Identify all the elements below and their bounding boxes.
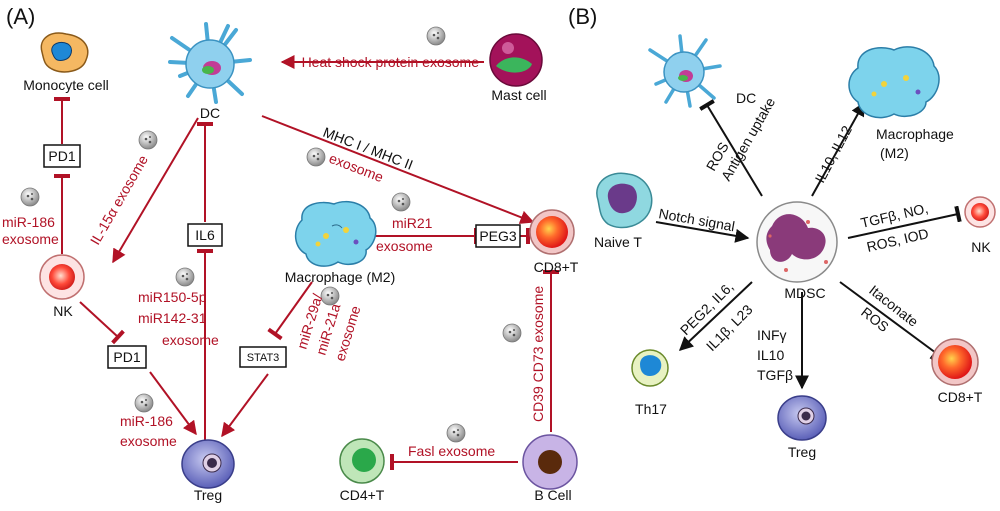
nk-label: NK (53, 303, 73, 319)
macrophage-cell (294, 200, 377, 267)
stat3-label: STAT3 (247, 352, 280, 364)
edge-mdsc-to-dc (699, 99, 763, 197)
edge-mdsc-to-th17 (678, 281, 753, 351)
mast-cell (489, 33, 543, 87)
pd1-bottom-label: PD1 (113, 349, 140, 365)
macrophage-cell-b (848, 46, 940, 119)
mir150-label-1: miR150-5p (138, 289, 207, 305)
pd1-top-box (43, 144, 81, 168)
cd8-b-label: CD8+T (938, 389, 983, 405)
cd4-cell (339, 438, 385, 484)
exosome-icon (446, 423, 466, 443)
mir186-a-label-1: miR-186 (2, 214, 55, 230)
exosome-icon (320, 286, 340, 306)
monocyte-label: Monocyte cell (23, 77, 109, 93)
nk-b-label: NK (971, 239, 991, 255)
pd1-bottom-box (107, 345, 147, 369)
exosome-icon (138, 130, 158, 150)
dc-label: DC (200, 105, 220, 121)
dc-cell (168, 22, 252, 104)
edge-mdsc-to-nk (847, 205, 962, 239)
peg3-box (475, 224, 521, 248)
treg-cell (181, 439, 235, 489)
exosome-icon (502, 323, 522, 343)
stat3-box (239, 346, 287, 368)
macrophage-b-label-2: (M2) (880, 145, 909, 161)
edge-naivet-to-mdsc (655, 221, 750, 243)
th17-cell (631, 349, 669, 387)
mir150-label-2: miR142-31 (138, 310, 207, 326)
bcell-label: B Cell (534, 487, 571, 503)
panel-b-edges (655, 99, 962, 390)
panel-a-label: (A) (6, 4, 35, 29)
edge-dc-to-nk (112, 117, 199, 264)
naive-t-label: Naive T (594, 234, 642, 250)
dc-b-label: DC (736, 90, 756, 106)
th17-label: Th17 (635, 401, 667, 417)
edge-nk-to-pd1-bottom (79, 301, 125, 345)
pd1-top-label: PD1 (48, 148, 75, 164)
panel-a-boxes: PD1 IL6 PEG3 PD1 STAT3 (43, 144, 521, 369)
treg-b-label: Treg (788, 444, 816, 460)
edge-pd1-to-treg (149, 371, 197, 436)
mdsc-cell (756, 201, 838, 283)
edge-mdsc-to-macrophage (811, 101, 865, 197)
infg-label-2: IL10 (757, 347, 784, 363)
fasl-label: Fasl exosome (408, 443, 495, 459)
il6-box (187, 223, 223, 247)
heat-shock-label: Heat shock protein exosome (302, 54, 480, 70)
mir21-label-1: miR21 (392, 215, 433, 231)
exosome-icons (20, 26, 522, 443)
cd8-label: CD8+T (534, 259, 579, 275)
treg-label: Treg (194, 487, 222, 503)
tgfb-label-2: ROS, IOD (865, 225, 930, 255)
exosome-icon (134, 393, 154, 413)
edge-mdsc-to-cd8 (839, 281, 943, 361)
mir21-label-2: exosome (376, 238, 433, 254)
il10-il12-label: IL10, IL12 (812, 123, 855, 186)
exosome-icon (306, 147, 326, 167)
il6-label: IL6 (195, 227, 215, 243)
panel-b-label: (B) (568, 4, 597, 29)
cd8-cell (529, 209, 575, 255)
naive-t-cell (596, 172, 653, 229)
infg-label-3: TGFβ (757, 367, 793, 383)
macrophage-b-label-1: Macrophage (876, 126, 954, 142)
peg3-label: PEG3 (479, 228, 517, 244)
macrophage-label: Macrophage (M2) (285, 269, 396, 285)
mir186-b-label-2: exosome (120, 433, 177, 449)
mir186-a-label-2: exosome (2, 231, 59, 247)
mir150-label-3: exosome (162, 332, 219, 348)
nk-cell (39, 254, 85, 300)
cd39-label: CD39 CD73 exosome (530, 286, 546, 422)
cd4-label: CD4+T (340, 487, 385, 503)
nk-cell-b (964, 196, 996, 228)
exosome-icon (20, 187, 40, 207)
monocyte-cell (40, 32, 89, 73)
edge-dc-to-cd8 (261, 115, 535, 224)
edge-stat3-to-treg (221, 373, 269, 438)
exosome-icon (426, 26, 446, 46)
mdsc-label: MDSC (784, 285, 825, 301)
infg-label-1: INFγ (757, 327, 787, 343)
il15-label: IL-15α exosome (87, 152, 151, 247)
treg-cell-b (777, 395, 827, 441)
bcell-cell (522, 434, 578, 490)
cd8-cell-b (931, 338, 979, 386)
panel-a-edges (54, 55, 559, 470)
dc-cell-b (648, 34, 722, 108)
mast-label: Mast cell (491, 87, 546, 103)
edge-macrophage-to-stat3 (267, 281, 313, 341)
exosome-icon (175, 267, 195, 287)
exosome-icon (391, 192, 411, 212)
mir186-b-label-1: miR-186 (120, 413, 173, 429)
